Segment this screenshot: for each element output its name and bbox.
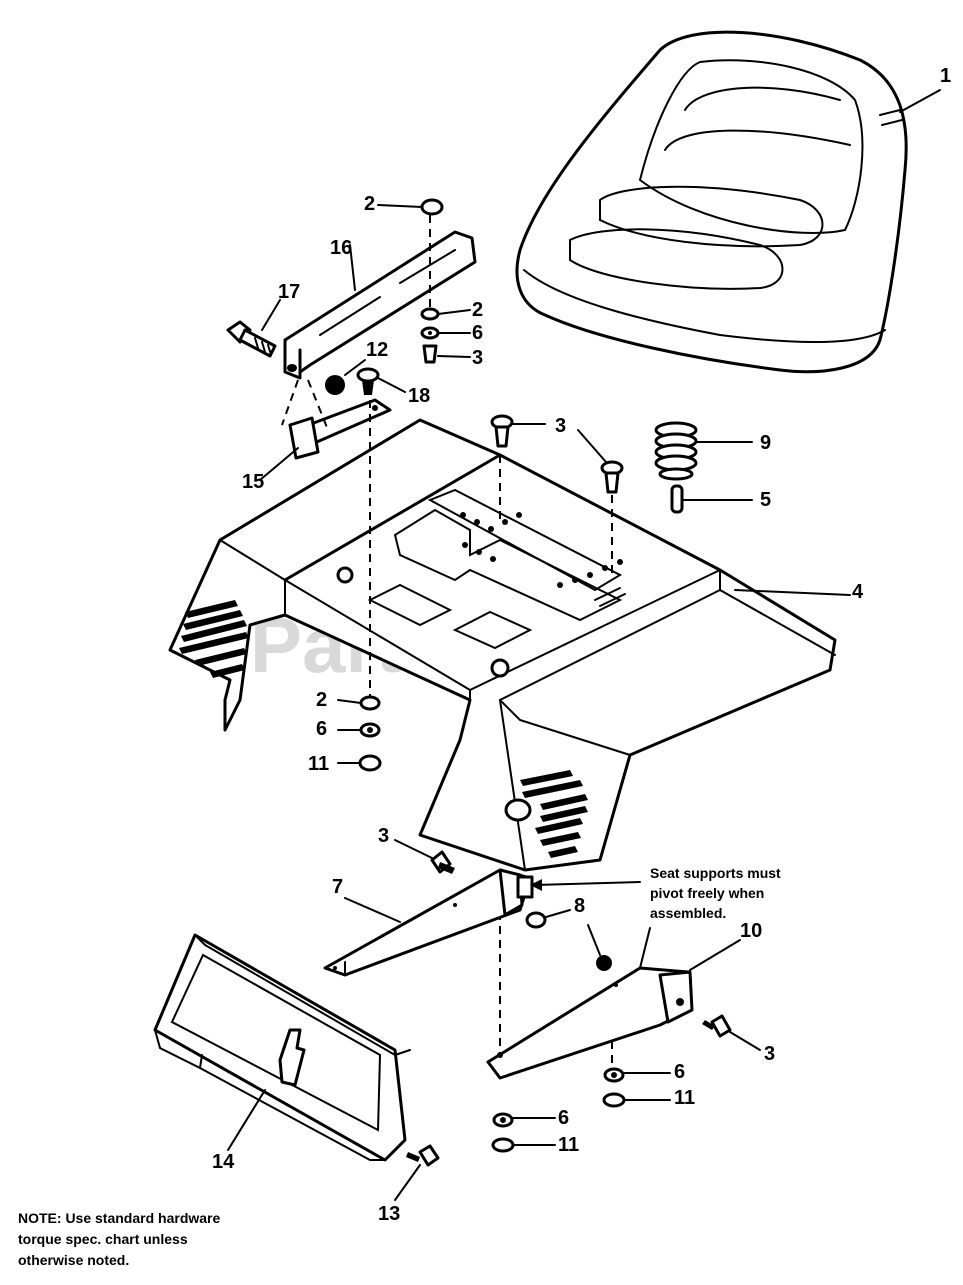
pivot-note-line-3: assembled. — [650, 905, 726, 921]
callout-14: 14 — [212, 1151, 235, 1173]
seat-support-10 — [486, 927, 741, 1080]
callout-8: 8 — [574, 895, 585, 917]
callout-7: 7 — [332, 876, 343, 898]
washer-stack-lower-center — [491, 1112, 556, 1153]
pivot-note-line-1: Seat supports must — [650, 865, 781, 881]
bolt-3-left — [490, 414, 546, 448]
callout-16: 16 — [330, 237, 352, 259]
callout-9: 9 — [760, 432, 771, 454]
spring-9 — [654, 421, 753, 481]
callout-2-upper: 2 — [472, 299, 483, 321]
pivot-note-line-2: pivot freely when — [650, 885, 764, 901]
callout-12: 12 — [366, 339, 388, 361]
washer-stack-upper — [420, 307, 471, 364]
callout-1: 1 — [940, 65, 951, 87]
callout-6-lower: 6 — [316, 718, 327, 740]
callout-6-right: 6 — [674, 1061, 685, 1083]
knob-near-support — [587, 924, 612, 971]
bolt-3-right — [577, 429, 624, 494]
right-vent-slots — [504, 770, 588, 858]
callout-11-center: 11 — [558, 1134, 579, 1156]
nut-2-top — [377, 198, 444, 216]
callout-3-right: 3 — [764, 1043, 775, 1065]
callout-3-fender: 3 — [555, 415, 566, 437]
callout-labels: 1 2 2 2 3 3 3 3 4 5 6 6 6 6 7 8 9 10 11 … — [212, 65, 951, 1225]
washer-stack-lower-right — [602, 1067, 671, 1108]
callout-17: 17 — [278, 281, 300, 303]
pivot-note: Seat supports must pivot freely when ass… — [650, 865, 781, 921]
callout-11-right: 11 — [674, 1087, 695, 1109]
fender-pan — [168, 418, 851, 872]
callout-3-upper: 3 — [472, 347, 483, 369]
footer-note-line-1: NOTE: Use standard hardware — [18, 1210, 220, 1226]
callout-6-upper: 6 — [472, 322, 483, 344]
seat-bracket — [283, 230, 477, 380]
callout-13: 13 — [378, 1203, 400, 1225]
washer-stack-lower-left — [337, 695, 382, 772]
bolt-3-lower — [394, 839, 455, 874]
cover-14 — [153, 933, 411, 1162]
bolt-17 — [226, 299, 281, 358]
knob-12 — [325, 359, 366, 395]
bolt-13 — [394, 1144, 440, 1201]
callout-5: 5 — [760, 489, 771, 511]
callout-2-top: 2 — [364, 193, 375, 215]
pin-5 — [670, 484, 753, 514]
callout-4: 4 — [852, 581, 864, 603]
footer-note-line-3: otherwise noted. — [18, 1252, 129, 1268]
callout-15: 15 — [242, 471, 264, 493]
bolt-18 — [356, 367, 406, 395]
bolt-3-right-lower — [702, 1014, 761, 1051]
callout-10: 10 — [740, 920, 762, 942]
footer-note: NOTE: Use standard hardware torque spec.… — [18, 1210, 220, 1268]
callout-6-center: 6 — [558, 1107, 569, 1129]
pivot-bracket — [259, 398, 392, 481]
callout-3-lower: 3 — [378, 825, 389, 847]
callout-2-lower: 2 — [316, 689, 327, 711]
footer-note-line-2: torque spec. chart unless — [18, 1231, 188, 1247]
left-vent-slots — [179, 600, 249, 678]
seat — [515, 30, 941, 374]
nut-8 — [525, 909, 571, 929]
callout-18: 18 — [408, 385, 430, 407]
seat-support-7 — [323, 868, 534, 977]
callout-11-lower: 11 — [308, 753, 329, 775]
